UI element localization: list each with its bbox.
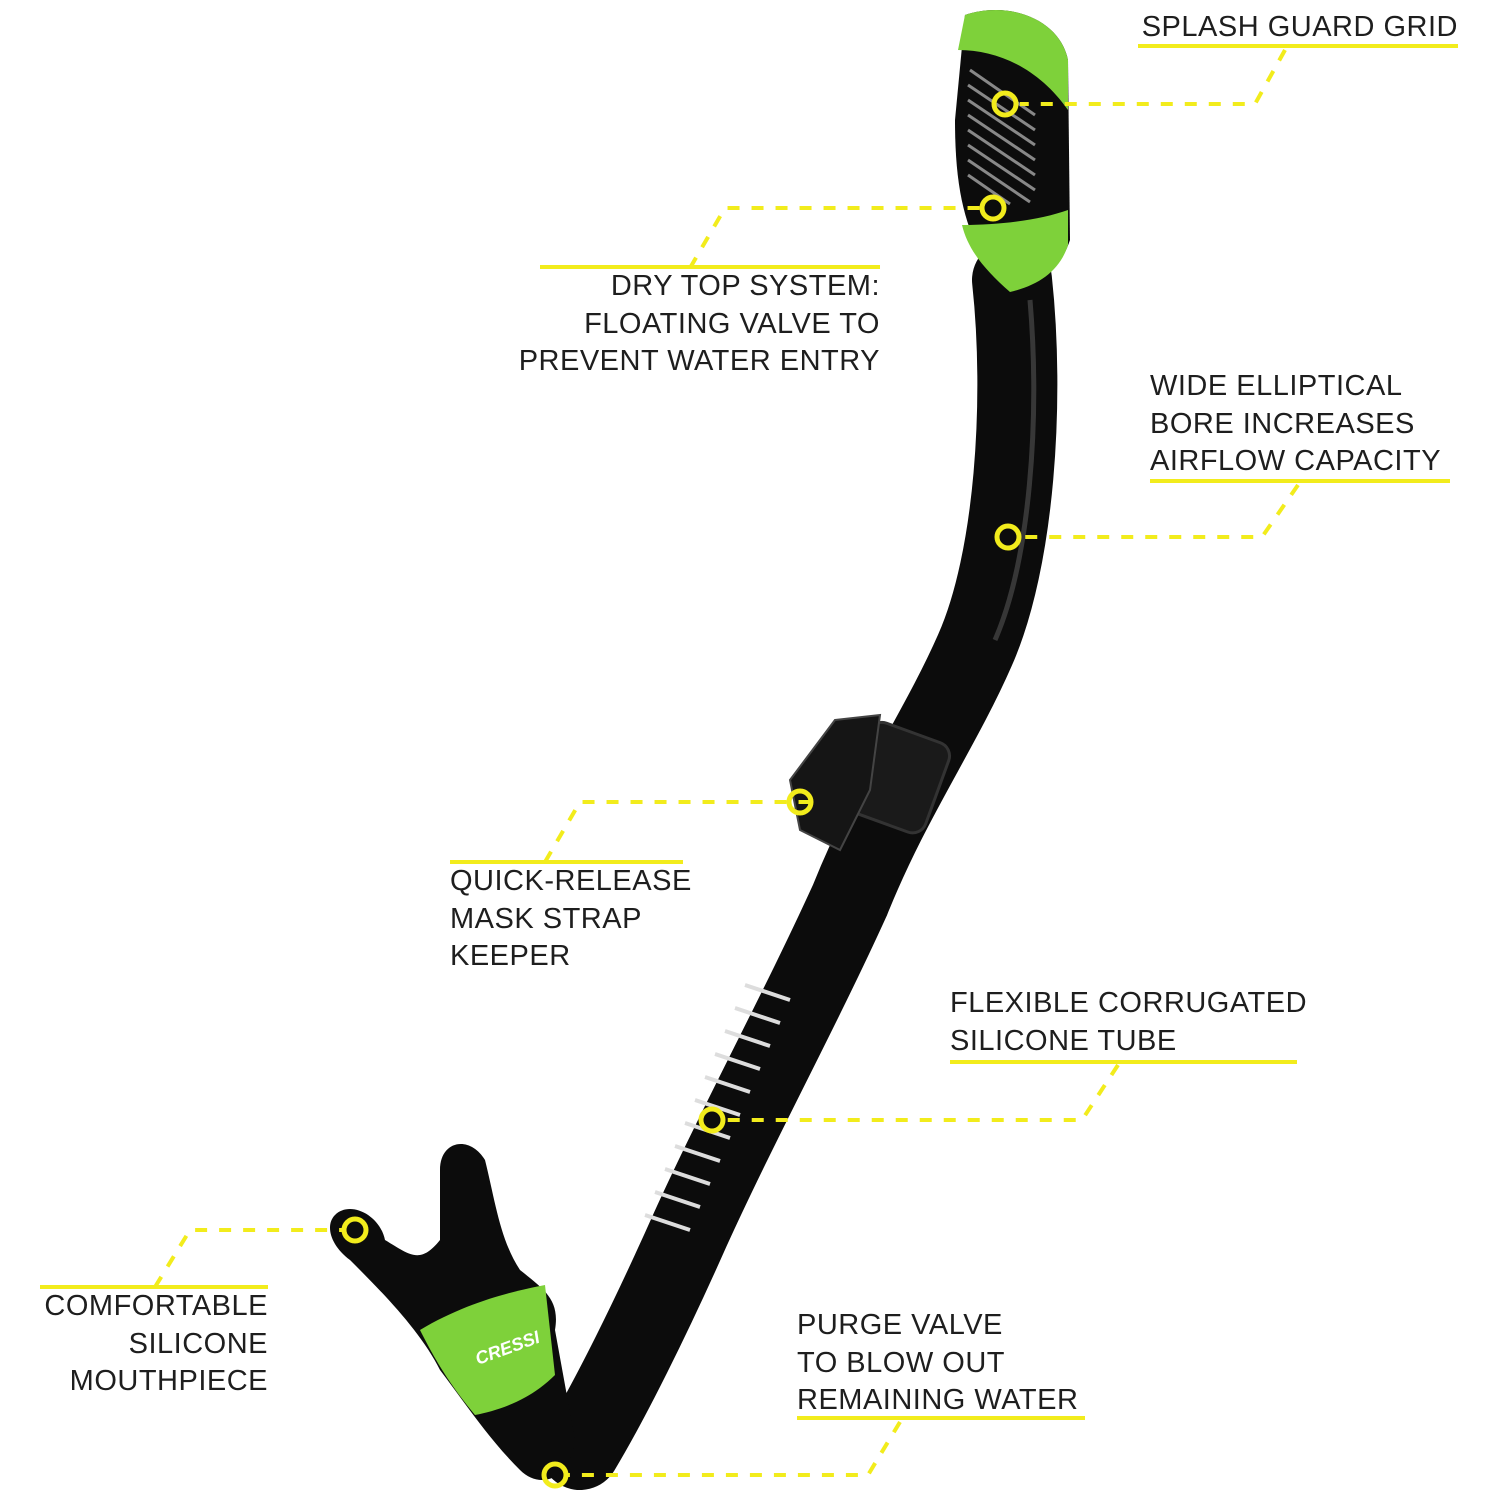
callout-line: FLEXIBLE CORRUGATED bbox=[950, 987, 1308, 1019]
callout-line: KEEPER bbox=[450, 940, 571, 972]
callout-line: DRY TOP SYSTEM: bbox=[610, 270, 880, 302]
callout-line: TO BLOW OUT bbox=[797, 1346, 1005, 1379]
corrugated-section bbox=[644, 983, 791, 1232]
leader-strap-keeper bbox=[543, 800, 812, 864]
callout-mouthpiece: COMFORTABLE SILICONE MOUTHPIECE bbox=[44, 1288, 268, 1401]
marker-corrugated-tube bbox=[698, 1106, 726, 1134]
callout-line: PREVENT WATER ENTRY bbox=[518, 345, 880, 377]
callout-dry-top: DRY TOP SYSTEM: FLOATING VALVE TO PREVEN… bbox=[519, 268, 880, 381]
marker-strap-keeper bbox=[786, 788, 814, 816]
callout-line: PURGE VALVE bbox=[797, 1309, 1003, 1341]
strap-keeper-clip bbox=[788, 713, 882, 852]
tube-highlight bbox=[992, 299, 1037, 642]
callout-line: FLOATING VALVE TO bbox=[584, 307, 880, 340]
leader-elliptical-bore bbox=[1022, 483, 1300, 539]
mouthpiece-green-band bbox=[420, 1285, 555, 1415]
callout-splash-guard: SPLASH GUARD GRID bbox=[1142, 9, 1458, 47]
leader-mouthpiece bbox=[153, 1228, 342, 1289]
callout-elliptical-bore: WIDE ELLIPTICAL BORE INCREASES AIRFLOW C… bbox=[1150, 368, 1441, 481]
marker-purge-valve bbox=[541, 1461, 569, 1489]
callout-purge-valve: PURGE VALVE TO BLOW OUT REMAINING WATER bbox=[797, 1307, 1078, 1420]
callout-line: AIRFLOW CAPACITY bbox=[1150, 445, 1442, 477]
marker-circles bbox=[341, 90, 1022, 1489]
head-green-band bbox=[962, 210, 1068, 292]
callout-line: WIDE ELLIPTICAL bbox=[1150, 370, 1403, 402]
leader-lines bbox=[153, 49, 1300, 1477]
splash-guard-grid bbox=[967, 68, 1036, 206]
snorkel-illustration: CRESSI bbox=[330, 10, 1070, 1490]
callout-line: MOUTHPIECE bbox=[69, 1365, 268, 1397]
callout-line: COMFORTABLE bbox=[44, 1290, 268, 1322]
callout-strap-keeper: QUICK-RELEASE MASK STRAP KEEPER bbox=[450, 863, 692, 976]
marker-dry-top bbox=[979, 194, 1007, 222]
callout-line: REMAINING WATER bbox=[797, 1384, 1079, 1416]
marker-elliptical-bore bbox=[994, 523, 1022, 551]
marker-splash-guard bbox=[991, 90, 1019, 118]
leader-dry-top bbox=[688, 206, 980, 270]
callout-line: SILICONE TUBE bbox=[950, 1024, 1177, 1057]
marker-mouthpiece bbox=[341, 1216, 369, 1244]
label-underlines bbox=[40, 44, 1458, 1420]
callout-line: SILICONE bbox=[128, 1327, 268, 1360]
callout-line: QUICK-RELEASE bbox=[450, 865, 692, 897]
callout-line: MASK STRAP bbox=[450, 902, 642, 935]
leader-splash-guard bbox=[1020, 49, 1287, 106]
head-green-cap bbox=[958, 10, 1068, 111]
callout-line: SPLASH GUARD GRID bbox=[1141, 11, 1458, 43]
callout-line: BORE INCREASES bbox=[1150, 407, 1415, 440]
callout-corrugated-tube: FLEXIBLE CORRUGATED SILICONE TUBE bbox=[950, 985, 1307, 1060]
